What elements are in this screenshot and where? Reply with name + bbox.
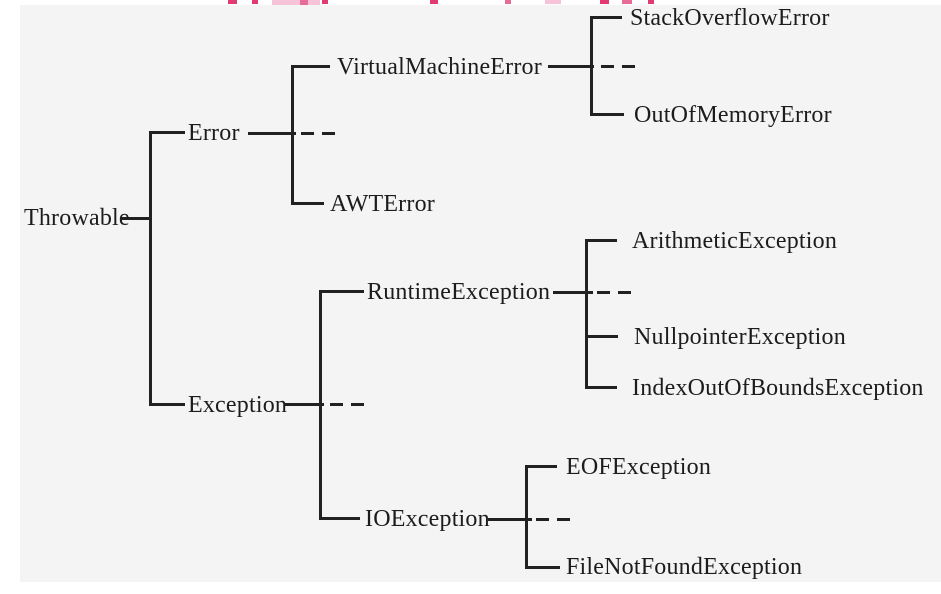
cropped-text-fragment [228, 0, 237, 4]
connector-indexoutofboundsexception-tick [585, 386, 617, 389]
connector-exception-tick [149, 403, 185, 406]
connector-filenotfoundexception-tick [525, 566, 560, 569]
connector-error-children-vertical [291, 65, 294, 205]
connector-ioexception-more-dashes [536, 518, 570, 521]
connector-error-more-dashes [301, 132, 335, 135]
connector-vme-more-dashes [601, 65, 635, 68]
connector-virtualmachineerror-tick [291, 65, 330, 68]
cropped-text-fragment [430, 0, 438, 4]
connector-throwable-children-vertical [149, 131, 152, 405]
node-ioexception: IOException [365, 506, 490, 532]
node-arithmeticexception: ArithmeticException [632, 228, 838, 254]
node-nullpointerexception: NullpointerException [634, 324, 846, 350]
node-filenotfoundexception: FileNotFoundException [566, 554, 803, 580]
connector-error-to-children [248, 132, 296, 135]
node-runtimeexception: RuntimeException [367, 279, 551, 305]
node-outofmemoryerror: OutOfMemoryError [634, 102, 832, 128]
cropped-text-fragment [648, 0, 654, 4]
diagram-panel-background [20, 5, 941, 582]
node-error: Error [188, 120, 240, 146]
connector-arithmeticexception-tick [585, 239, 617, 242]
connector-runtimeexception-tick [319, 290, 364, 293]
connector-runtime-to-children [553, 291, 593, 294]
node-throwable: Throwable [24, 205, 130, 231]
cropped-text-fragment [545, 0, 561, 4]
node-awterror: AWTError [330, 191, 435, 217]
cropped-text-fragment [300, 0, 308, 5]
node-stackoverflowerror: StackOverflowError [630, 5, 830, 31]
node-virtualmachineerror: VirtualMachineError [337, 54, 542, 80]
node-exception: Exception [188, 392, 288, 418]
connector-vme-children-vertical [590, 16, 593, 116]
cropped-text-fragment [505, 0, 511, 4]
connector-exception-children-vertical [319, 290, 322, 520]
cropped-text-fragment [322, 0, 328, 4]
cropped-text-fragment [622, 0, 632, 4]
connector-runtime-children-vertical [585, 239, 588, 389]
connector-error-tick [149, 131, 185, 134]
connector-vme-to-children [548, 65, 594, 68]
connector-exception-more-dashes [330, 403, 364, 406]
node-indexoutofboundsexception: IndexOutOfBoundsException [632, 375, 924, 401]
cropped-text-fragment [252, 0, 258, 4]
connector-ioexception-to-children [488, 518, 532, 521]
connector-ioexception-tick [319, 517, 360, 520]
connector-throwable-line [120, 217, 152, 220]
cropped-text-fragment [600, 0, 609, 4]
node-eofexception: EOFException [566, 454, 712, 480]
connector-outofmemoryerror-tick [590, 113, 624, 116]
connector-ioexception-children-vertical [525, 465, 528, 569]
connector-runtime-more-dashes [597, 291, 631, 294]
connector-eofexception-tick [525, 465, 557, 468]
cropped-text-fragment [272, 0, 320, 5]
connector-stackoverflowerror-tick [590, 16, 622, 19]
connector-awterror-tick [291, 202, 324, 205]
connector-nullpointerexception-tick [585, 335, 618, 338]
connector-exception-to-children [284, 403, 324, 406]
